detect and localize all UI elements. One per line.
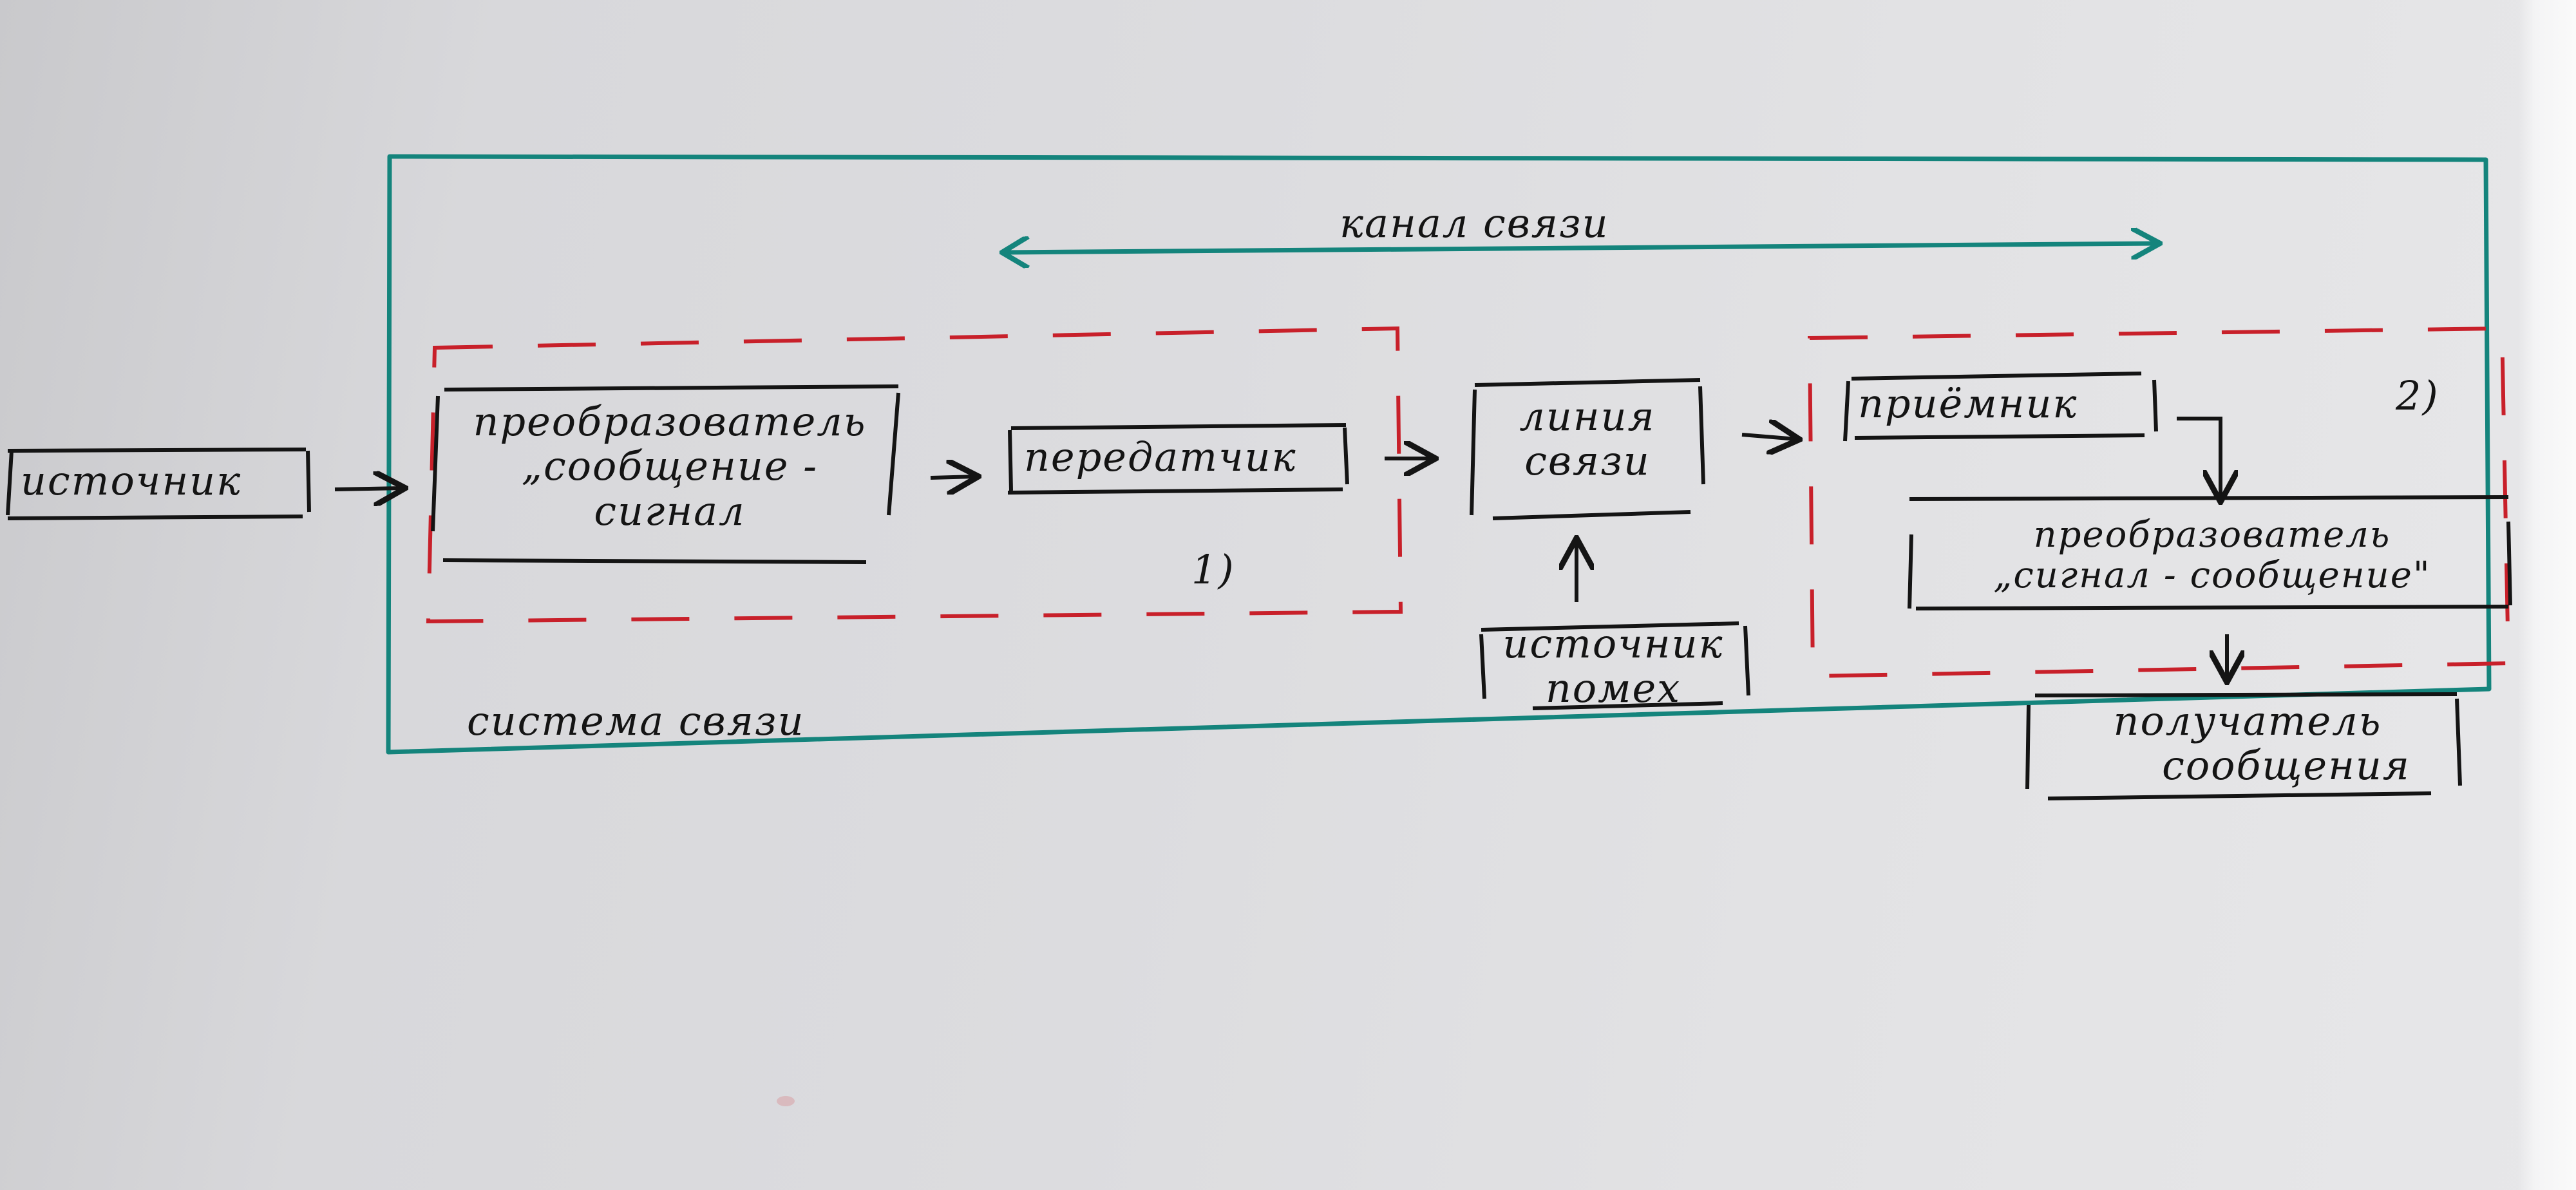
converter-tx-line1: преобразователь	[473, 398, 867, 445]
recipient-line2: сообщения	[2162, 742, 2410, 789]
arrow-converter-to-transmitter	[930, 477, 976, 478]
link-box	[1470, 378, 1705, 520]
noise-line2: помех	[1545, 665, 1681, 712]
arrow-link-to-receiver	[1741, 435, 1797, 439]
converter-rx-label: преобразователь „сигнал - сообщение"	[1922, 515, 2502, 596]
converter-tx-box	[431, 384, 900, 564]
transmitter-label: передатчик	[1024, 433, 1297, 480]
converter-rx-box	[1908, 495, 2512, 610]
noise-line1: источник	[1502, 620, 1724, 667]
recipient-line1: получатель	[2113, 697, 2382, 744]
converter-tx-label: преобразователь „сообщение - сигнал	[451, 398, 889, 534]
link-label: линия связи	[1481, 394, 1694, 484]
link-line2: связи	[1524, 437, 1651, 485]
recipient-label: получатель сообщения	[2041, 699, 2454, 788]
marker-2: 2)	[2396, 372, 2439, 419]
converter-tx-line3: сигнал	[594, 487, 746, 534]
marker-1: 1)	[1191, 546, 1235, 593]
noise-label: источник помех	[1484, 621, 1742, 711]
group-2-dashed-border	[1807, 326, 2511, 679]
channel-label: канал связи	[1340, 200, 1609, 247]
source-label: источник	[21, 457, 242, 504]
source-box	[6, 448, 311, 520]
system-frame	[386, 154, 2492, 755]
converter-rx-line1: преобразователь	[2033, 514, 2391, 556]
arrow-receiver-to-converter-rx	[2177, 417, 2221, 499]
receiver-box	[1843, 372, 2158, 442]
transmitter-box	[1007, 423, 1349, 495]
noise-box	[1479, 621, 1750, 710]
converter-rx-line2: „сигнал - сообщение"	[1993, 554, 2431, 596]
receiver-label: приёмник	[1858, 380, 2078, 427]
converter-tx-line2: „сообщение -	[521, 442, 819, 490]
system-label: система связи	[467, 697, 805, 744]
channel-arrow	[1005, 243, 2157, 252]
link-line1: линия	[1519, 393, 1656, 440]
paper-edge	[2518, 0, 2576, 1190]
arrow-source-to-converter	[334, 488, 402, 489]
ink-smudge	[777, 1096, 795, 1106]
recipient-box	[2025, 692, 2462, 800]
group-1-dashed-border	[426, 326, 1403, 624]
